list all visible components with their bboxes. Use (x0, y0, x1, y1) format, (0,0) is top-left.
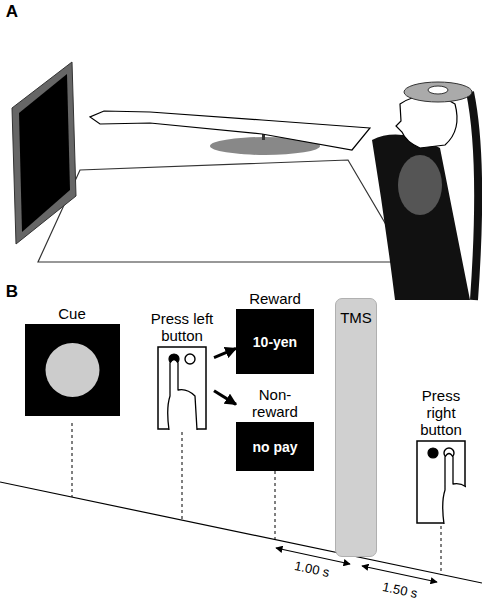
button (428, 448, 438, 458)
cue-circle (45, 343, 99, 397)
table (38, 160, 408, 262)
button-panel (416, 440, 466, 524)
body (372, 135, 470, 300)
feedback-screen: Non-reward no pay (236, 386, 314, 471)
button-panel-drawing (416, 440, 466, 524)
monitor-screen (19, 74, 70, 232)
flow-arrow (214, 391, 236, 405)
shoulder (398, 155, 442, 215)
finger (443, 454, 466, 525)
cue-stimulus: Cue (22, 305, 122, 423)
interval-label: 1.00 s (293, 558, 331, 580)
button (185, 354, 195, 364)
coil-cable (470, 92, 478, 300)
node-heading: Press right button (408, 387, 474, 438)
band-label: TMS (340, 309, 372, 326)
node-heading: Reward (249, 290, 301, 307)
interval-label: 1.50 s (381, 579, 419, 600)
cue-screen (25, 324, 120, 416)
feedback-screen: Reward 10-yen (236, 290, 314, 374)
feedback-text: 10-yen (253, 334, 297, 350)
feedback-text: no pay (252, 439, 297, 455)
flow-arrow (214, 348, 236, 357)
node-heading: Non-reward (236, 386, 314, 420)
finger (168, 360, 197, 431)
button-panel (157, 346, 207, 430)
cue-drawing (25, 324, 120, 416)
time-marker (182, 432, 183, 520)
button-panel-drawing (157, 346, 207, 430)
tms-band: TMS (335, 298, 377, 557)
button-press: Press left button (150, 310, 214, 432)
node-heading: Press left button (150, 310, 214, 344)
monitor-frame (12, 62, 76, 244)
time-marker (72, 423, 73, 497)
button-press: Press right button (408, 387, 474, 508)
tms-coil (404, 82, 472, 102)
head (396, 95, 457, 148)
panel-letter: A (6, 2, 18, 22)
node-heading: Cue (58, 305, 86, 322)
interval-arrow (362, 566, 437, 582)
coil-center (428, 86, 448, 94)
panel-letter: B (6, 282, 18, 302)
time-marker (275, 471, 276, 540)
panel-outline (158, 347, 206, 429)
arm (90, 111, 370, 150)
feedback-box: 10-yen (236, 309, 314, 374)
feedback-box: no pay (236, 422, 314, 471)
timeline (0, 482, 482, 583)
